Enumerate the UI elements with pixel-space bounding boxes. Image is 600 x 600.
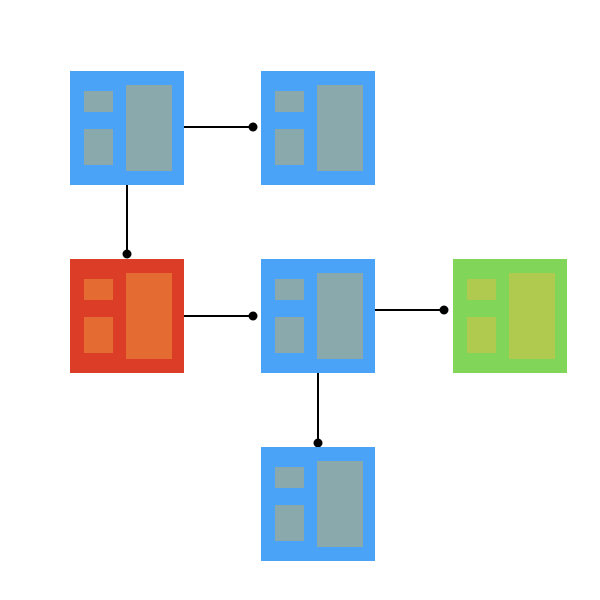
node-small-block-bottom — [84, 129, 113, 165]
node-n2 — [261, 71, 375, 185]
connector-n3-n4 — [184, 311, 258, 321]
node-small-block-bottom — [84, 317, 113, 353]
node-small-block-top — [275, 467, 304, 488]
node-small-block-top — [275, 279, 304, 300]
node-large-block — [317, 461, 363, 547]
connector-n4-n6 — [313, 373, 323, 448]
node-large-block — [126, 273, 172, 359]
node-large-block — [126, 85, 172, 171]
node-large-block — [317, 273, 363, 359]
node-small-block-bottom — [275, 317, 304, 353]
connector-endpoint-dot — [248, 122, 258, 132]
node-small-block-bottom — [275, 129, 304, 165]
node-small-block-top — [467, 279, 496, 300]
node-small-block-top — [84, 91, 113, 112]
node-n6 — [261, 447, 375, 561]
node-small-block-bottom — [275, 505, 304, 541]
connector-n1-n3 — [122, 185, 132, 259]
node-small-block-top — [275, 91, 304, 112]
connector-n1-n2 — [184, 122, 258, 132]
node-large-block — [509, 273, 555, 359]
connector-endpoint-dot — [439, 305, 449, 315]
connector-endpoint-dot — [122, 249, 132, 259]
connector-endpoint-dot — [313, 438, 323, 448]
connector-endpoint-dot — [248, 311, 258, 321]
node-n4 — [261, 259, 375, 373]
node-n5 — [453, 259, 567, 373]
connector-n4-n5 — [375, 305, 449, 315]
node-small-block-bottom — [467, 317, 496, 353]
node-n3 — [70, 259, 184, 373]
node-large-block — [317, 85, 363, 171]
node-n1 — [70, 71, 184, 185]
node-small-block-top — [84, 279, 113, 300]
